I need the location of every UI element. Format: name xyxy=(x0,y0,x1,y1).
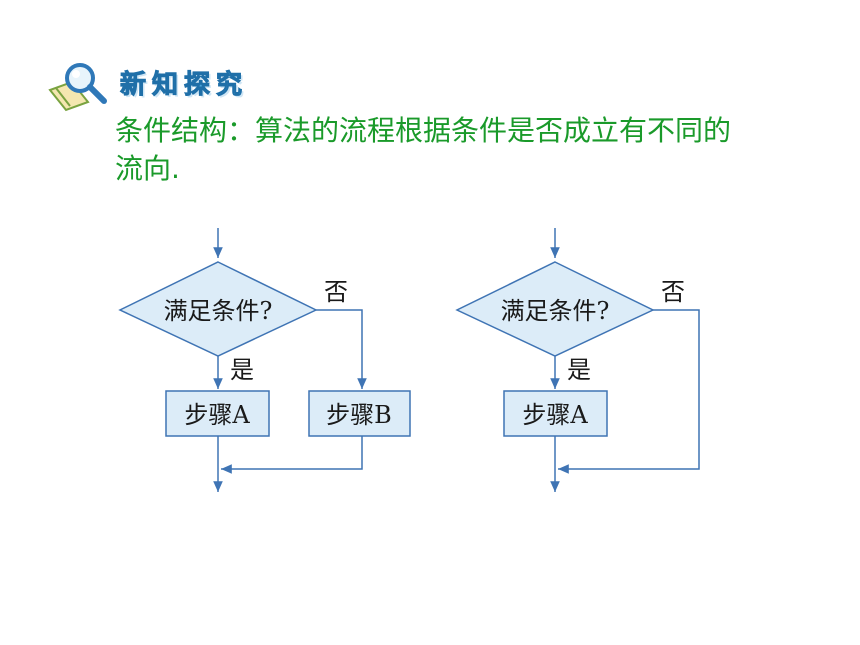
magnifier-book-icon xyxy=(48,63,107,112)
section-title: 新知探究 xyxy=(119,70,249,101)
left-merge-arrow xyxy=(221,436,363,474)
right-yes-label: 是 xyxy=(567,356,591,384)
section-header: 新知探究 xyxy=(48,60,308,112)
right-step-a-box xyxy=(503,390,608,437)
right-no-label: 否 xyxy=(661,278,685,306)
left-flowchart: 满足条件? 否 是 步骤A 步骤B xyxy=(118,228,411,492)
left-step-a-box xyxy=(165,390,270,437)
left-no-label: 否 xyxy=(324,278,348,306)
left-yes-label: 是 xyxy=(230,356,254,384)
right-flowchart: 满足条件? 否 是 步骤A xyxy=(455,228,700,492)
right-no-bypass-arrow xyxy=(558,309,700,474)
left-step-b-label: 步骤B xyxy=(326,401,392,429)
right-condition-label: 满足条件? xyxy=(501,297,610,325)
left-condition-label: 满足条件? xyxy=(164,297,273,325)
left-no-arrow xyxy=(316,309,367,389)
left-step-b-box xyxy=(308,390,411,437)
right-step-a-label: 步骤A xyxy=(522,401,588,429)
left-step-a-label: 步骤A xyxy=(184,401,250,429)
intro-text: 条件结构：算法的流程根据条件是否成立有不同的流向. xyxy=(115,114,732,185)
